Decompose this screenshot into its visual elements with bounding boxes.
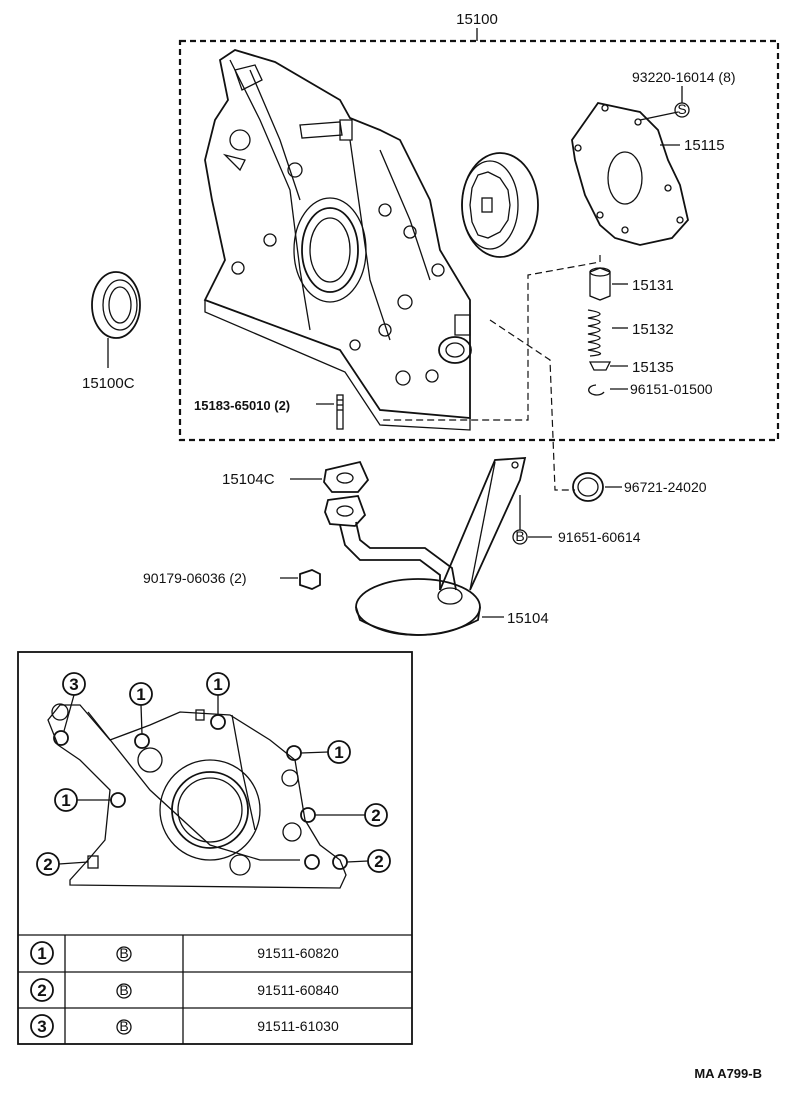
- diagram-code: MA A799-B: [694, 1066, 762, 1081]
- symbol-b: B: [515, 528, 524, 544]
- callout-2-c[interactable]: 2: [374, 852, 383, 871]
- part-label-96151-01500[interactable]: 96151-01500: [630, 381, 713, 397]
- part-label-15115[interactable]: 15115: [684, 137, 725, 154]
- table-part-1[interactable]: 91511-60820: [257, 945, 339, 961]
- relief-valve-parts: 15131 15132 15135 96151-01500: [380, 255, 713, 491]
- table-row: 2 B 91511-60840: [30, 978, 339, 1002]
- part-label-15183-65010[interactable]: 15183-65010 (2): [194, 398, 290, 413]
- pump-rotor: [461, 152, 539, 258]
- part-label-15104c[interactable]: 15104C: [222, 471, 275, 488]
- table-row: 3 B 91511-61030: [30, 1014, 339, 1038]
- stud-bolt: 15183-65010 (2): [194, 394, 344, 430]
- cover-plate: 15115 S 93220-16014 (8): [571, 69, 736, 246]
- assembly-group-box: 15100: [178, 11, 780, 442]
- oil-seal: 15100C: [82, 271, 141, 392]
- table-num-1: 1: [37, 944, 46, 963]
- part-label-15100[interactable]: 15100: [456, 11, 498, 28]
- callout-2-b[interactable]: 2: [43, 855, 52, 874]
- part-label-93220-16014[interactable]: 93220-16014 (8): [632, 69, 736, 85]
- part-label-91651-60614[interactable]: 91651-60614: [558, 529, 641, 545]
- callout-2-a[interactable]: 2: [371, 806, 380, 825]
- symbol-s: S: [677, 101, 686, 117]
- callout-1-c[interactable]: 1: [334, 743, 343, 762]
- part-label-15131[interactable]: 15131: [632, 277, 674, 294]
- callout-1-b[interactable]: 1: [213, 675, 222, 694]
- oil-strainer: 15104C 15104 90179-06036 (2) B 91651-606…: [143, 457, 707, 636]
- table-num-3: 3: [37, 1017, 46, 1036]
- part-label-90179-06036[interactable]: 90179-06036 (2): [143, 570, 247, 586]
- part-label-15135[interactable]: 15135: [632, 359, 674, 376]
- table-part-3[interactable]: 91511-61030: [257, 1018, 339, 1034]
- part-label-15104[interactable]: 15104: [507, 610, 549, 627]
- table-row: 1 B 91511-60820: [30, 941, 339, 965]
- callout-1-a[interactable]: 1: [136, 685, 145, 704]
- part-label-15132[interactable]: 15132: [632, 321, 674, 338]
- table-num-2: 2: [37, 981, 46, 1000]
- bolt-location-inset: 3 1 1 1 1 2 2 2: [17, 651, 413, 1045]
- table-sym-3: B: [119, 1018, 128, 1034]
- oil-pump-body: [203, 49, 472, 431]
- part-label-96721-24020[interactable]: 96721-24020: [624, 479, 707, 495]
- callout-1-d[interactable]: 1: [61, 791, 70, 810]
- callout-3[interactable]: 3: [69, 675, 78, 694]
- part-label-15100c[interactable]: 15100C: [82, 375, 135, 392]
- table-sym-1: B: [119, 945, 128, 961]
- table-sym-2: B: [119, 982, 128, 998]
- table-part-2[interactable]: 91511-60840: [257, 982, 339, 998]
- bolt-table: 1 B 91511-60820 2 B 91511-60840 3 B 9151…: [18, 935, 412, 1044]
